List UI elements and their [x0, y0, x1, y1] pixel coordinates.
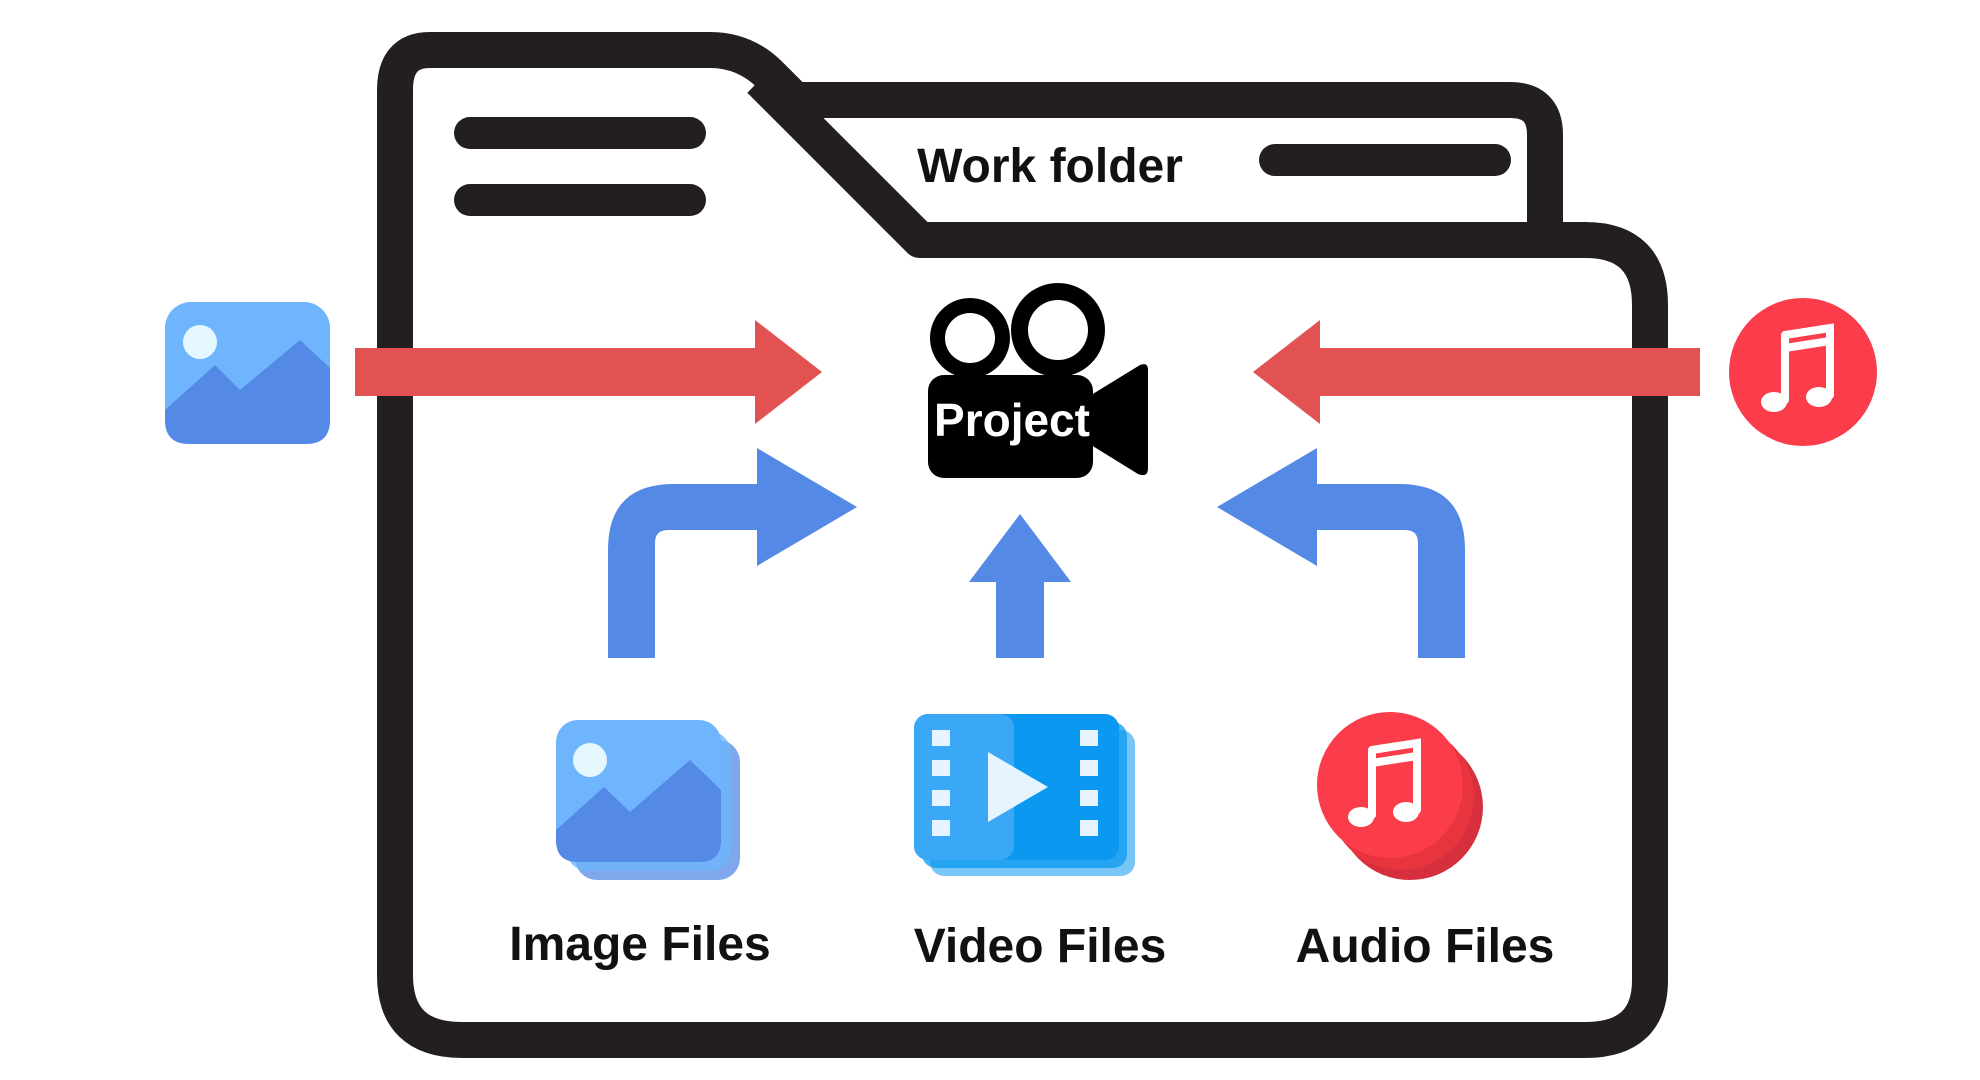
audio-files-label: Audio Files	[1296, 920, 1555, 973]
red-arrow-right	[1253, 320, 1700, 424]
video-files-label: Video Files	[914, 920, 1167, 973]
folder-tab-divider	[747, 67, 1545, 258]
audio-files-stack-icon	[1317, 712, 1483, 880]
blue-arrow-from-video	[969, 514, 1071, 658]
video-camera-icon	[928, 283, 1148, 478]
image-files-label: Image Files	[509, 918, 770, 971]
project-label: Project	[934, 394, 1090, 446]
video-files-stack-icon	[914, 714, 1135, 876]
folder-title: Work folder	[917, 140, 1183, 193]
image-icon	[165, 302, 330, 444]
music-note-icon	[1729, 298, 1877, 446]
red-arrow-left	[355, 320, 822, 424]
blue-arrow-from-image	[608, 448, 857, 658]
blue-arrow-from-audio	[1217, 448, 1465, 658]
image-files-stack-icon	[556, 720, 740, 880]
